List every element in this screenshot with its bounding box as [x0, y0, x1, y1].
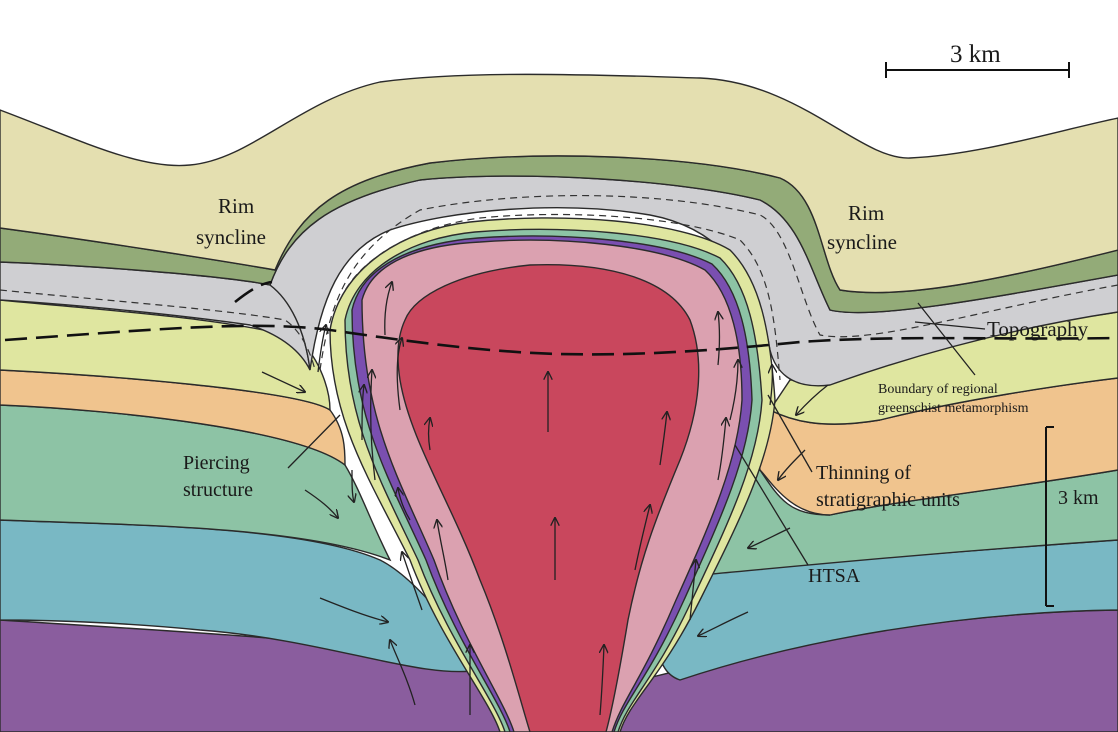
label-piercing-1: Piercing [183, 452, 250, 474]
label-rim-syncline-left-1: Rim [218, 194, 254, 218]
label-scale-vertical: 3 km [1058, 487, 1099, 509]
label-thinning-1: Thinning of [816, 462, 911, 484]
label-thinning-2: stratigraphic units [816, 489, 960, 511]
label-htsa: HTSA [808, 565, 861, 587]
label-piercing-2: structure [183, 479, 253, 501]
label-rim-syncline-right-1: Rim [848, 201, 884, 225]
label-boundary-2: greenschist metamorphism [878, 401, 1029, 416]
label-scale-horizontal: 3 km [950, 41, 1001, 68]
label-topography: Topography [987, 317, 1089, 341]
label-rim-syncline-right-2: syncline [827, 230, 897, 254]
label-boundary-1: Boundary of regional [878, 382, 998, 397]
label-rim-syncline-left-2: syncline [196, 225, 266, 249]
